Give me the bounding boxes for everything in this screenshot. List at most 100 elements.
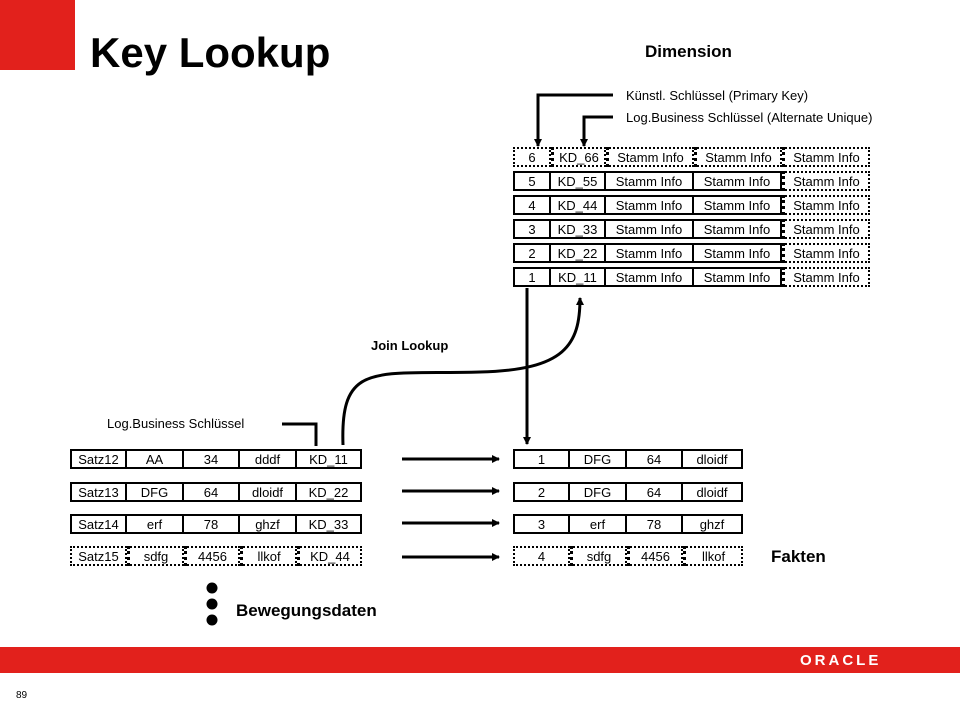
dimension-cell: Stamm Info (606, 171, 694, 191)
dimension-cell: Stamm Info (782, 219, 870, 239)
bewegung-cell: 4456 (184, 546, 240, 566)
bewegung-cell: KD_44 (297, 546, 362, 566)
dimension-heading: Dimension (645, 42, 732, 61)
dimension-cell: KD_55 (551, 171, 606, 191)
slide-title: Key Lookup (90, 29, 331, 76)
dimension-cell: Stamm Info (782, 147, 870, 167)
bewegung-cell: KD_11 (297, 449, 362, 469)
join-lookup-label: Join Lookup (371, 338, 449, 353)
bewegungsdaten-heading: Bewegungsdaten (236, 601, 377, 620)
dimension-cell: KD_44 (551, 195, 606, 215)
bewegung-cell: erf (127, 514, 184, 534)
dimension-cell: Stamm Info (606, 243, 694, 263)
bewegung-cell: 78 (184, 514, 240, 534)
dimension-cell: KD_33 (551, 219, 606, 239)
dimension-cell: Stamm Info (782, 171, 870, 191)
bewegung-cell: Satz14 (70, 514, 127, 534)
fakten-cell: 1 (513, 449, 570, 469)
dimension-cell: Stamm Info (694, 195, 782, 215)
fakten-cell: DFG (570, 482, 627, 502)
oracle-logo: ORACLE (800, 652, 882, 669)
fakten-cell: sdfg (570, 546, 627, 566)
business-key-label-pointer (282, 422, 318, 446)
ellipsis-dot-2 (206, 598, 218, 610)
fakten-heading: Fakten (771, 547, 826, 566)
bewegung-cell: AA (127, 449, 184, 469)
fakten-cell: dloidf (683, 449, 743, 469)
dimension-cell: Stamm Info (606, 219, 694, 239)
dimension-cell: 2 (513, 243, 551, 263)
bewegung-cell: sdfg (127, 546, 184, 566)
dimension-cell: Stamm Info (606, 267, 694, 287)
fakten-cell: DFG (570, 449, 627, 469)
dimension-cell: Stamm Info (782, 243, 870, 263)
bewegung-cell: 64 (184, 482, 240, 502)
business-key-label: Log.Business Schlüssel (Alternate Unique… (626, 110, 873, 125)
dimension-cell: Stamm Info (694, 243, 782, 263)
dimension-cell: Stamm Info (606, 195, 694, 215)
dimension-cell: 1 (513, 267, 551, 287)
bewegung-cell: DFG (127, 482, 184, 502)
business-key-pointer (580, 115, 613, 147)
fakten-cell: erf (570, 514, 627, 534)
fakten-cell: 3 (513, 514, 570, 534)
bewegung-cell: Satz12 (70, 449, 127, 469)
dimension-cell: KD_11 (551, 267, 606, 287)
fakten-cell: dloidf (683, 482, 743, 502)
dimension-cell: Stamm Info (694, 219, 782, 239)
dimension-cell: Stamm Info (694, 171, 782, 191)
dimension-cell: 6 (513, 147, 551, 167)
dimension-cell: Stamm Info (782, 195, 870, 215)
fakten-cell: 64 (627, 449, 683, 469)
dimension-cell: Stamm Info (694, 147, 782, 167)
fakten-cell: llkof (683, 546, 743, 566)
fakten-cell: ghzf (683, 514, 743, 534)
dimension-cell: 4 (513, 195, 551, 215)
fakten-cell: 2 (513, 482, 570, 502)
dimension-cell: 3 (513, 219, 551, 239)
bewegung-cell: ghzf (240, 514, 297, 534)
join-lookup-curve (341, 297, 584, 446)
bewegung-cell: KD_33 (297, 514, 362, 534)
dimension-cell: KD_66 (551, 147, 606, 167)
dimension-cell: Stamm Info (606, 147, 694, 167)
bewegung-cell: Satz15 (70, 546, 127, 566)
fakten-cell: 4 (513, 546, 570, 566)
bewegung-cell: 34 (184, 449, 240, 469)
dimension-cell: Stamm Info (694, 267, 782, 287)
red-accent-block (0, 0, 75, 70)
bewegung-cell: Satz13 (70, 482, 127, 502)
dimension-cell: Stamm Info (782, 267, 870, 287)
ellipsis-dot-3 (206, 614, 218, 626)
footer-bar (0, 647, 960, 673)
dimension-cell: KD_22 (551, 243, 606, 263)
fakten-cell: 64 (627, 482, 683, 502)
fakten-cell: 4456 (627, 546, 683, 566)
page-number: 89 (16, 690, 28, 701)
primary-key-pointer (534, 93, 613, 147)
bewegung-cell: llkof (240, 546, 297, 566)
fakten-cell: 78 (627, 514, 683, 534)
bewegung-cell: dddf (240, 449, 297, 469)
primary-key-label: Künstl. Schlüssel (Primary Key) (626, 88, 809, 103)
ellipsis-dot-1 (206, 582, 218, 594)
bewegung-cell: dloidf (240, 482, 297, 502)
bewegung-cell: KD_22 (297, 482, 362, 502)
dimension-cell: 5 (513, 171, 551, 191)
bewegung-business-key-label: Log.Business Schlüssel (107, 416, 245, 431)
